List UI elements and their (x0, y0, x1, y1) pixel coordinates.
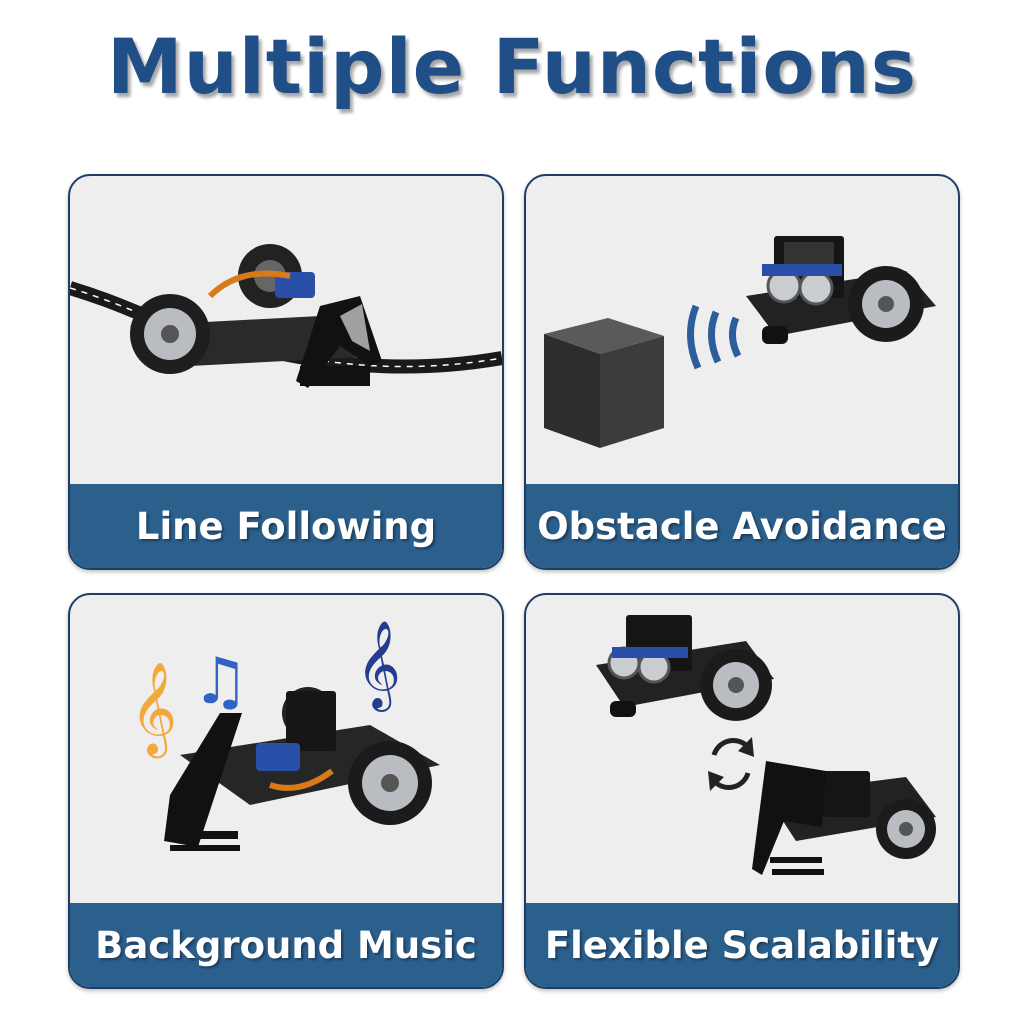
robot-car-ultrasonic (746, 236, 936, 344)
card-label: Obstacle Avoidance (537, 504, 947, 548)
treble-clef-blue-icon: 𝄞 (356, 619, 401, 712)
line-following-illustration (70, 176, 502, 484)
card-obstacle-avoidance: Obstacle Avoidance (524, 174, 960, 570)
background-music-illustration: 𝄞 ♫ 𝄞 (70, 595, 502, 903)
obstacle-cube (544, 318, 664, 448)
robot-car-with-shovel (752, 761, 936, 875)
card-background-music: 𝄞 ♫ 𝄞 Background (68, 593, 504, 989)
treble-clef-orange-icon: 𝄞 (130, 661, 177, 758)
flexible-scalability-illustration (526, 595, 958, 903)
card-line-following: Line Following (68, 174, 504, 570)
svg-text:𝄞: 𝄞 (130, 661, 177, 758)
robot-car-with-shovel (130, 244, 382, 388)
swap-arrows-icon (708, 737, 754, 791)
beamed-notes-icon: ♫ (192, 645, 249, 719)
label-bar: Obstacle Avoidance (526, 484, 958, 568)
svg-text:𝄞: 𝄞 (356, 619, 401, 712)
ultrasonic-wave-icon (686, 304, 742, 370)
label-bar: Background Music (70, 903, 502, 987)
svg-text:♫: ♫ (192, 645, 249, 719)
robot-car-ultrasonic (596, 615, 774, 721)
robot-car-with-shovel (164, 687, 440, 851)
card-label: Background Music (95, 923, 477, 967)
card-flexible-scalability: Flexible Scalability (524, 593, 960, 989)
card-label: Line Following (135, 504, 437, 548)
card-label: Flexible Scalability (544, 923, 940, 967)
obstacle-avoidance-illustration (526, 176, 958, 484)
label-bar: Line Following (70, 484, 502, 568)
page-title: Multiple Functions (107, 22, 917, 111)
label-bar: Flexible Scalability (526, 903, 958, 987)
